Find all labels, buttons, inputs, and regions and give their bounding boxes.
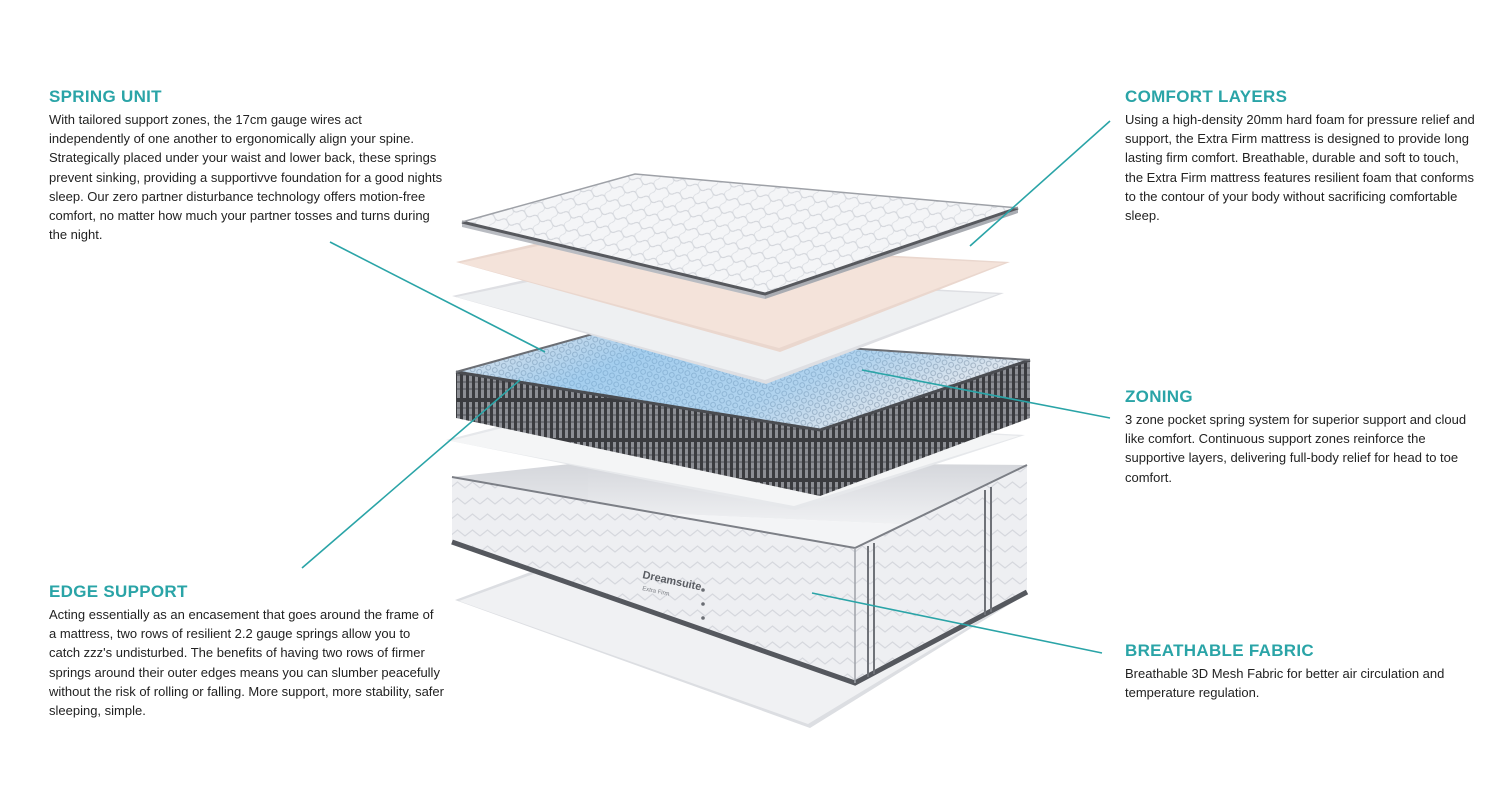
edge-support-description: Acting essentially as an encasement that… [49,607,444,719]
comfort-layers-title: COMFORT LAYERS [1125,87,1288,106]
comfort-layers-description: Using a high-density 20mm hard foam for … [1125,112,1475,224]
quilted-top-layer [461,173,1019,299]
zoning-leader-line [861,369,1111,419]
brand-logo-subtext: Extra Firm [642,586,670,598]
spring-unit-title: SPRING UNIT [49,87,162,106]
callout-spring-unit: SPRING UNIT With tailored support zones,… [49,87,444,244]
zoning-title: ZONING [1125,387,1193,406]
breathable-fabric-leader-line [811,592,1103,654]
pocket-spring-unit [455,330,1031,496]
callout-comfort-layers: COMFORT LAYERS Using a high-density 20mm… [1125,87,1480,225]
spring-unit-leader-line [329,241,546,353]
callout-zoning: ZONING 3 zone pocket spring system for s… [1125,387,1480,487]
callout-edge-support: EDGE SUPPORT Acting essentially as an en… [49,582,444,720]
edge-support-leader-line [301,379,521,569]
breathable-fabric-description: Breathable 3D Mesh Fabric for better air… [1125,666,1445,701]
edge-support-title: EDGE SUPPORT [49,582,188,601]
comfort-layers-leader-line [969,120,1111,247]
callout-breathable-fabric: BREATHABLE FABRIC Breathable 3D Mesh Fab… [1125,641,1480,702]
breathable-fabric-title: BREATHABLE FABRIC [1125,641,1314,660]
spring-unit-description: With tailored support zones, the 17cm ga… [49,112,443,243]
zoning-description: 3 zone pocket spring system for superior… [1125,412,1467,485]
